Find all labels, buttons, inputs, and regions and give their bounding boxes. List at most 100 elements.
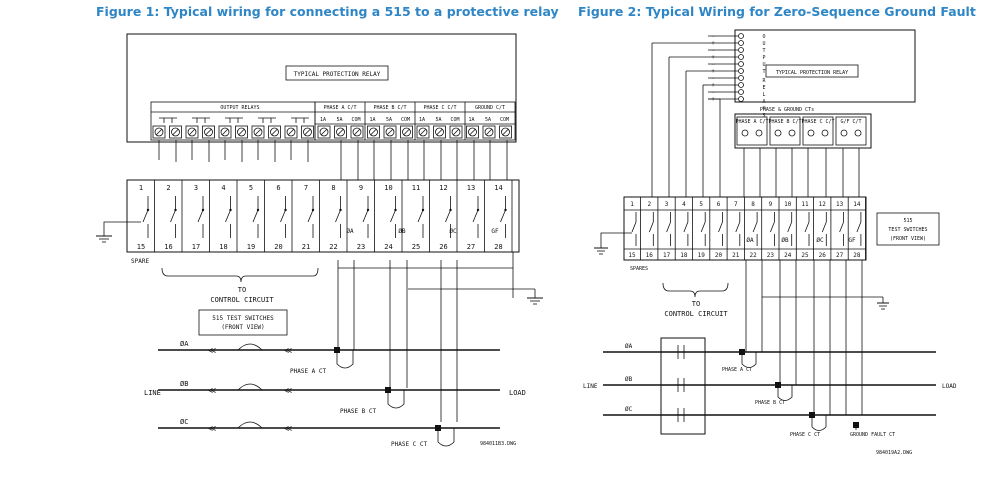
figure-2-diagram: TYPICAL PROTECTION RELAY PHASE & GROUND … — [583, 29, 957, 456]
relay-terminal — [738, 47, 744, 53]
terminal-bottom: 16 — [164, 243, 172, 251]
wire — [436, 128, 443, 136]
f1-test-switches — [142, 196, 507, 238]
terminal-bottom: 18 — [219, 243, 227, 251]
ct-label-a: PHASE A CT — [290, 368, 327, 375]
figure-2-title: Figure 2: Typical Wiring for Zero-Sequen… — [578, 4, 976, 19]
ct-terminal — [755, 129, 763, 137]
f2-to-label: TO — [692, 300, 700, 308]
wire — [839, 221, 844, 233]
ct-box-label: G/F C/T — [840, 119, 861, 125]
relays-vertical-char: S — [762, 113, 765, 119]
test-switch — [197, 196, 205, 238]
switch-pivot — [449, 208, 452, 212]
terminal-top: 11 — [801, 201, 809, 208]
arrow-right: ≪ — [284, 346, 292, 355]
screw-head — [369, 127, 378, 137]
terminal-top: 6 — [717, 201, 721, 208]
phase-label: ØB — [180, 380, 188, 388]
terminal-screw — [185, 125, 199, 139]
wire — [502, 128, 509, 136]
output-vertical-char: T — [762, 69, 765, 75]
wire — [254, 128, 262, 136]
screw-head — [319, 127, 329, 137]
terminal-screw — [466, 125, 479, 139]
test-switch — [362, 196, 370, 238]
test-switch — [417, 196, 425, 238]
relay-label-box — [285, 65, 389, 81]
terminal-top: 4 — [221, 184, 225, 192]
switch-label: GF — [491, 228, 499, 235]
ct-tap-label: 1A — [369, 117, 375, 123]
ct-tap-label: 5A — [336, 117, 342, 123]
relay-label: TYPICAL PROTECTION RELAY — [294, 71, 381, 78]
terminal-bottom: 17 — [663, 252, 671, 259]
figure-1-title: Figure 1: Typical wiring for connecting … — [96, 4, 559, 19]
terminal-top: 13 — [467, 184, 475, 192]
terminal-top: 2 — [647, 201, 651, 208]
terminal-top: 10 — [784, 201, 792, 208]
ct-box-label: PHASE A C/T — [735, 119, 768, 125]
screw-head — [286, 127, 296, 137]
control-circuit-label: CONTROL CIRCUIT — [210, 296, 274, 304]
wire — [370, 128, 377, 136]
terminal-top: 6 — [276, 184, 280, 192]
ct-box — [736, 116, 768, 146]
switch-pivot — [476, 208, 480, 212]
wire — [337, 128, 344, 136]
screw-head — [336, 127, 345, 137]
terminal-bottom: 23 — [767, 252, 775, 259]
plus-sign: + — [711, 82, 715, 89]
f2-relay-box — [734, 29, 916, 103]
minus-sign: − — [711, 75, 715, 82]
terminal-bottom: 18 — [680, 252, 688, 259]
terminal-top: 5 — [699, 201, 703, 208]
terminal-top: 8 — [331, 184, 335, 192]
test-switch — [804, 212, 810, 246]
terminal-bottom: 27 — [467, 243, 475, 251]
ct-tap-label: 1A — [419, 117, 425, 123]
wire — [787, 221, 793, 233]
wire — [752, 221, 758, 233]
ct-tap-label: 5A — [485, 117, 491, 123]
screw-head — [220, 127, 230, 137]
spare-label: SPARE — [131, 258, 149, 265]
switches-note-box — [198, 309, 288, 336]
ct-group-label: GROUND C/T — [475, 105, 505, 111]
test-switch — [770, 212, 775, 246]
terminal-bottom: 21 — [302, 243, 310, 251]
terminal-top: 3 — [665, 201, 669, 208]
output-vertical-char: P — [762, 55, 765, 61]
ct-box — [835, 116, 867, 146]
terminal-screw — [433, 125, 446, 139]
terminal-screw — [416, 125, 430, 139]
test-switch — [225, 196, 232, 238]
ct-loop — [777, 385, 793, 401]
ct-tap-label: 1A — [468, 117, 474, 123]
gf-ct-polarity — [853, 422, 859, 428]
ct-box — [769, 116, 801, 146]
terminal-top: 8 — [751, 201, 755, 208]
phase-ground-cts-label: PHASE & GROUND CTs — [760, 107, 814, 113]
ct-terminal — [821, 129, 829, 137]
ct-loop — [336, 350, 354, 369]
wire — [445, 209, 451, 223]
ct-terminal — [807, 129, 815, 137]
switch-label: ØA — [746, 237, 754, 244]
terminal-top: 14 — [494, 184, 502, 192]
test-switch — [307, 196, 315, 238]
screw-head — [402, 127, 411, 137]
screw-head — [484, 127, 494, 137]
switches-note-line-2: (FRONT VIEW) — [221, 324, 264, 331]
f2-note-line-1: 515 — [903, 218, 912, 224]
wire — [280, 209, 286, 223]
wire — [335, 209, 341, 223]
terminal-screw — [202, 125, 215, 139]
relay-terminal — [738, 54, 744, 60]
phase-label: ØC — [625, 406, 633, 413]
switch-pivot — [311, 208, 315, 212]
terminal-bottom: 21 — [732, 252, 740, 259]
